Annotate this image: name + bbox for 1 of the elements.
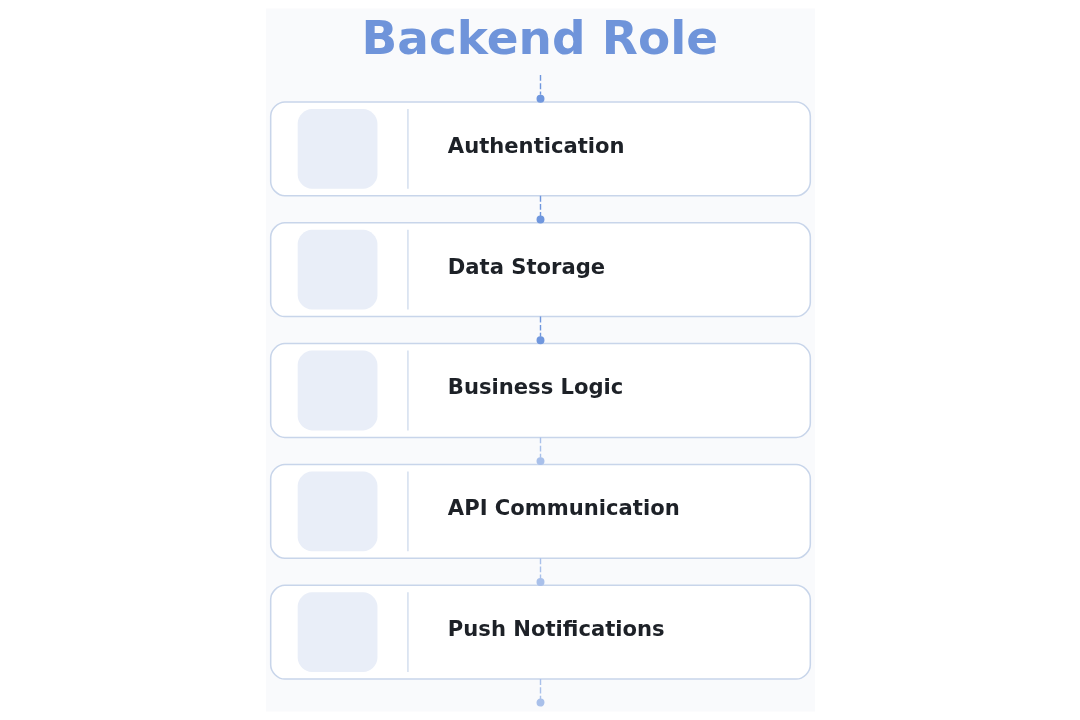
diagram-title: Backend Role — [361, 10, 718, 66]
